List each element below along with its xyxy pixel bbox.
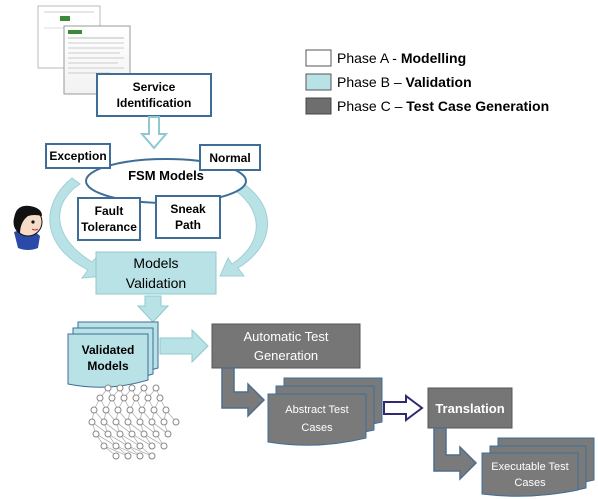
graph-node: [132, 394, 140, 402]
graph-node: [136, 452, 144, 460]
graph-edge: [115, 445, 141, 457]
graph-node: [164, 430, 172, 438]
legend-phase-c: Phase C – Test Case Generation: [337, 98, 549, 114]
graph-node: [140, 384, 148, 392]
abstract-test-cases-node: Abstract Test Cases: [267, 377, 383, 446]
translation-node: Translation: [427, 387, 513, 429]
exception-node: Exception: [45, 143, 111, 169]
svg-text:Identification: Identification: [117, 96, 192, 110]
legend-phase-a: Phase A - Modelling: [337, 50, 466, 66]
elbow-arrow-icon: [433, 427, 478, 481]
elbow-arrow-icon: [221, 367, 266, 418]
graph-node: [128, 384, 136, 392]
graph-node: [144, 394, 152, 402]
automatic-test-generation-node: Automatic Test Generation: [211, 323, 361, 369]
svg-text:Cases: Cases: [301, 422, 333, 434]
person-avatar-icon: [13, 205, 43, 250]
svg-text:Validated: Validated: [82, 343, 135, 357]
svg-text:Abstract Test: Abstract Test: [285, 404, 348, 416]
graph-node: [120, 394, 128, 402]
graph-node: [172, 418, 180, 426]
normal-node: Normal: [199, 144, 261, 171]
graph-node: [152, 384, 160, 392]
svg-text:Tolerance: Tolerance: [81, 220, 137, 234]
graph-node: [148, 452, 156, 460]
graph-node: [104, 430, 112, 438]
graph-node: [136, 418, 144, 426]
graph-edge: [119, 433, 141, 447]
sneak-path-node: Sneak Path: [155, 195, 221, 239]
graph-node: [126, 406, 134, 414]
fault-tolerance-node: Fault Tolerance: [77, 197, 141, 241]
graph-node: [162, 406, 170, 414]
graph-node: [112, 418, 120, 426]
svg-text:Fault: Fault: [95, 204, 124, 218]
graph-node: [124, 452, 132, 460]
legend-swatch-phase-c: [305, 97, 332, 115]
graph-node: [138, 406, 146, 414]
graph-node: [148, 418, 156, 426]
graph-node: [100, 418, 108, 426]
graph-node: [152, 430, 160, 438]
arrow-down-icon: [136, 295, 170, 323]
arrow-down-icon: [139, 116, 169, 150]
graph-edge: [131, 433, 153, 447]
graph-node: [102, 406, 110, 414]
svg-text:Normal: Normal: [209, 151, 250, 165]
graph-node: [150, 406, 158, 414]
graph-node: [160, 442, 168, 450]
graph-node: [160, 418, 168, 426]
graph-node: [100, 442, 108, 450]
graph-node: [124, 442, 132, 450]
svg-text:Service: Service: [133, 80, 176, 94]
arrow-right-icon: [159, 328, 209, 364]
loop-arrow-right-icon: [219, 177, 268, 277]
graph-edge: [127, 445, 153, 457]
graph-node: [114, 406, 122, 414]
graph-node: [90, 406, 98, 414]
svg-text:Sneak: Sneak: [170, 202, 206, 216]
graph-node: [136, 442, 144, 450]
models-validation-node: Models Validation: [95, 251, 217, 295]
legend-phase-b: Phase B – Validation: [337, 74, 472, 90]
graph-node: [96, 394, 104, 402]
graph-node: [104, 384, 112, 392]
graph-node: [124, 418, 132, 426]
legend-swatch-phase-b: [305, 73, 332, 91]
graph-node: [148, 442, 156, 450]
graph-edge: [107, 433, 129, 447]
graph-node: [156, 394, 164, 402]
svg-text:Path: Path: [175, 218, 201, 232]
graph-node: [116, 430, 124, 438]
graph-node: [88, 418, 96, 426]
graph-edge: [103, 445, 129, 457]
svg-text:Models: Models: [87, 359, 129, 373]
svg-text:Generation: Generation: [254, 348, 318, 363]
svg-text:Executable Test: Executable Test: [491, 461, 568, 473]
svg-text:Automatic Test: Automatic Test: [243, 329, 328, 344]
graph-node: [112, 442, 120, 450]
graph-node: [140, 430, 148, 438]
graph-node: [116, 384, 124, 392]
graph-edge: [95, 433, 117, 447]
svg-text:Cases: Cases: [514, 477, 546, 489]
graph-node: [128, 430, 136, 438]
legend: Phase A - Modelling Phase B – Validation…: [305, 49, 549, 115]
svg-text:Validation: Validation: [126, 275, 186, 291]
validated-models-node: Validated Models: [67, 321, 159, 388]
svg-text:Translation: Translation: [435, 401, 504, 416]
state-machine-graph: [88, 384, 180, 460]
legend-swatch-phase-a: [305, 49, 332, 67]
graph-node: [112, 452, 120, 460]
graph-node: [92, 430, 100, 438]
svg-text:FSM Models: FSM Models: [128, 168, 204, 183]
executable-test-cases-node: Executable Test Cases: [481, 437, 595, 497]
svg-text:Models: Models: [133, 255, 178, 271]
service-identification-node: Service Identification: [96, 73, 212, 117]
graph-node: [108, 394, 116, 402]
arrow-right-icon: [383, 394, 424, 422]
svg-text:Exception: Exception: [49, 149, 106, 163]
graph-edge: [143, 433, 165, 447]
